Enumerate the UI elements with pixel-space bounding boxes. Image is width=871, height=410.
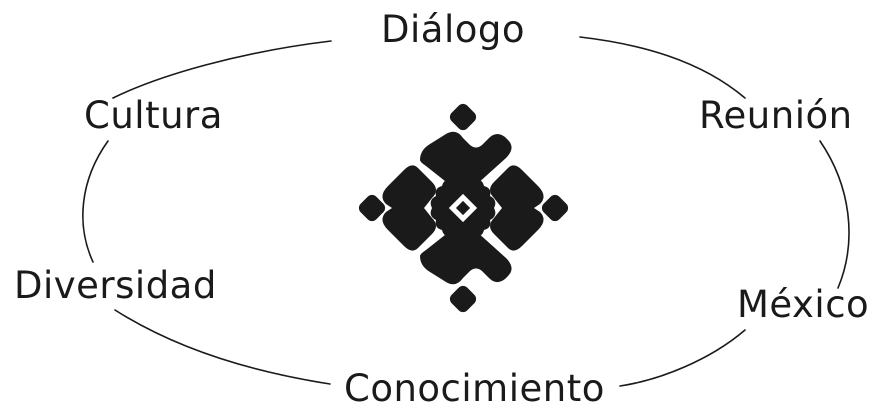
arc-top-left — [112, 40, 332, 99]
emblem-bottom-dot — [449, 285, 477, 313]
emblem-left-chevron — [382, 165, 436, 251]
diamond-motif-icon — [358, 103, 569, 313]
emblem-lower-chevron — [420, 225, 512, 285]
label-conocimiento: Conocimiento — [344, 367, 605, 410]
emblem-right-chevron — [490, 165, 544, 251]
arc-right — [819, 140, 850, 289]
emblem-top-dot — [449, 103, 477, 131]
label-reunion: Reunión — [699, 94, 853, 137]
emblem-right-dot — [541, 194, 569, 222]
label-dialogo: Diálogo — [381, 8, 525, 51]
arc-bottom-right — [619, 329, 746, 387]
arc-top-right — [579, 36, 746, 99]
ellipse-connector — [82, 36, 850, 387]
label-cultura: Cultura — [84, 94, 223, 137]
label-mexico: México — [737, 283, 870, 326]
emblem-left-dot — [358, 194, 386, 222]
emblem-upper-chevron — [420, 131, 512, 191]
emblem-core — [455, 200, 471, 216]
arc-left — [82, 140, 109, 263]
arc-bottom-left — [114, 309, 331, 385]
label-diversidad: Diversidad — [14, 264, 217, 307]
